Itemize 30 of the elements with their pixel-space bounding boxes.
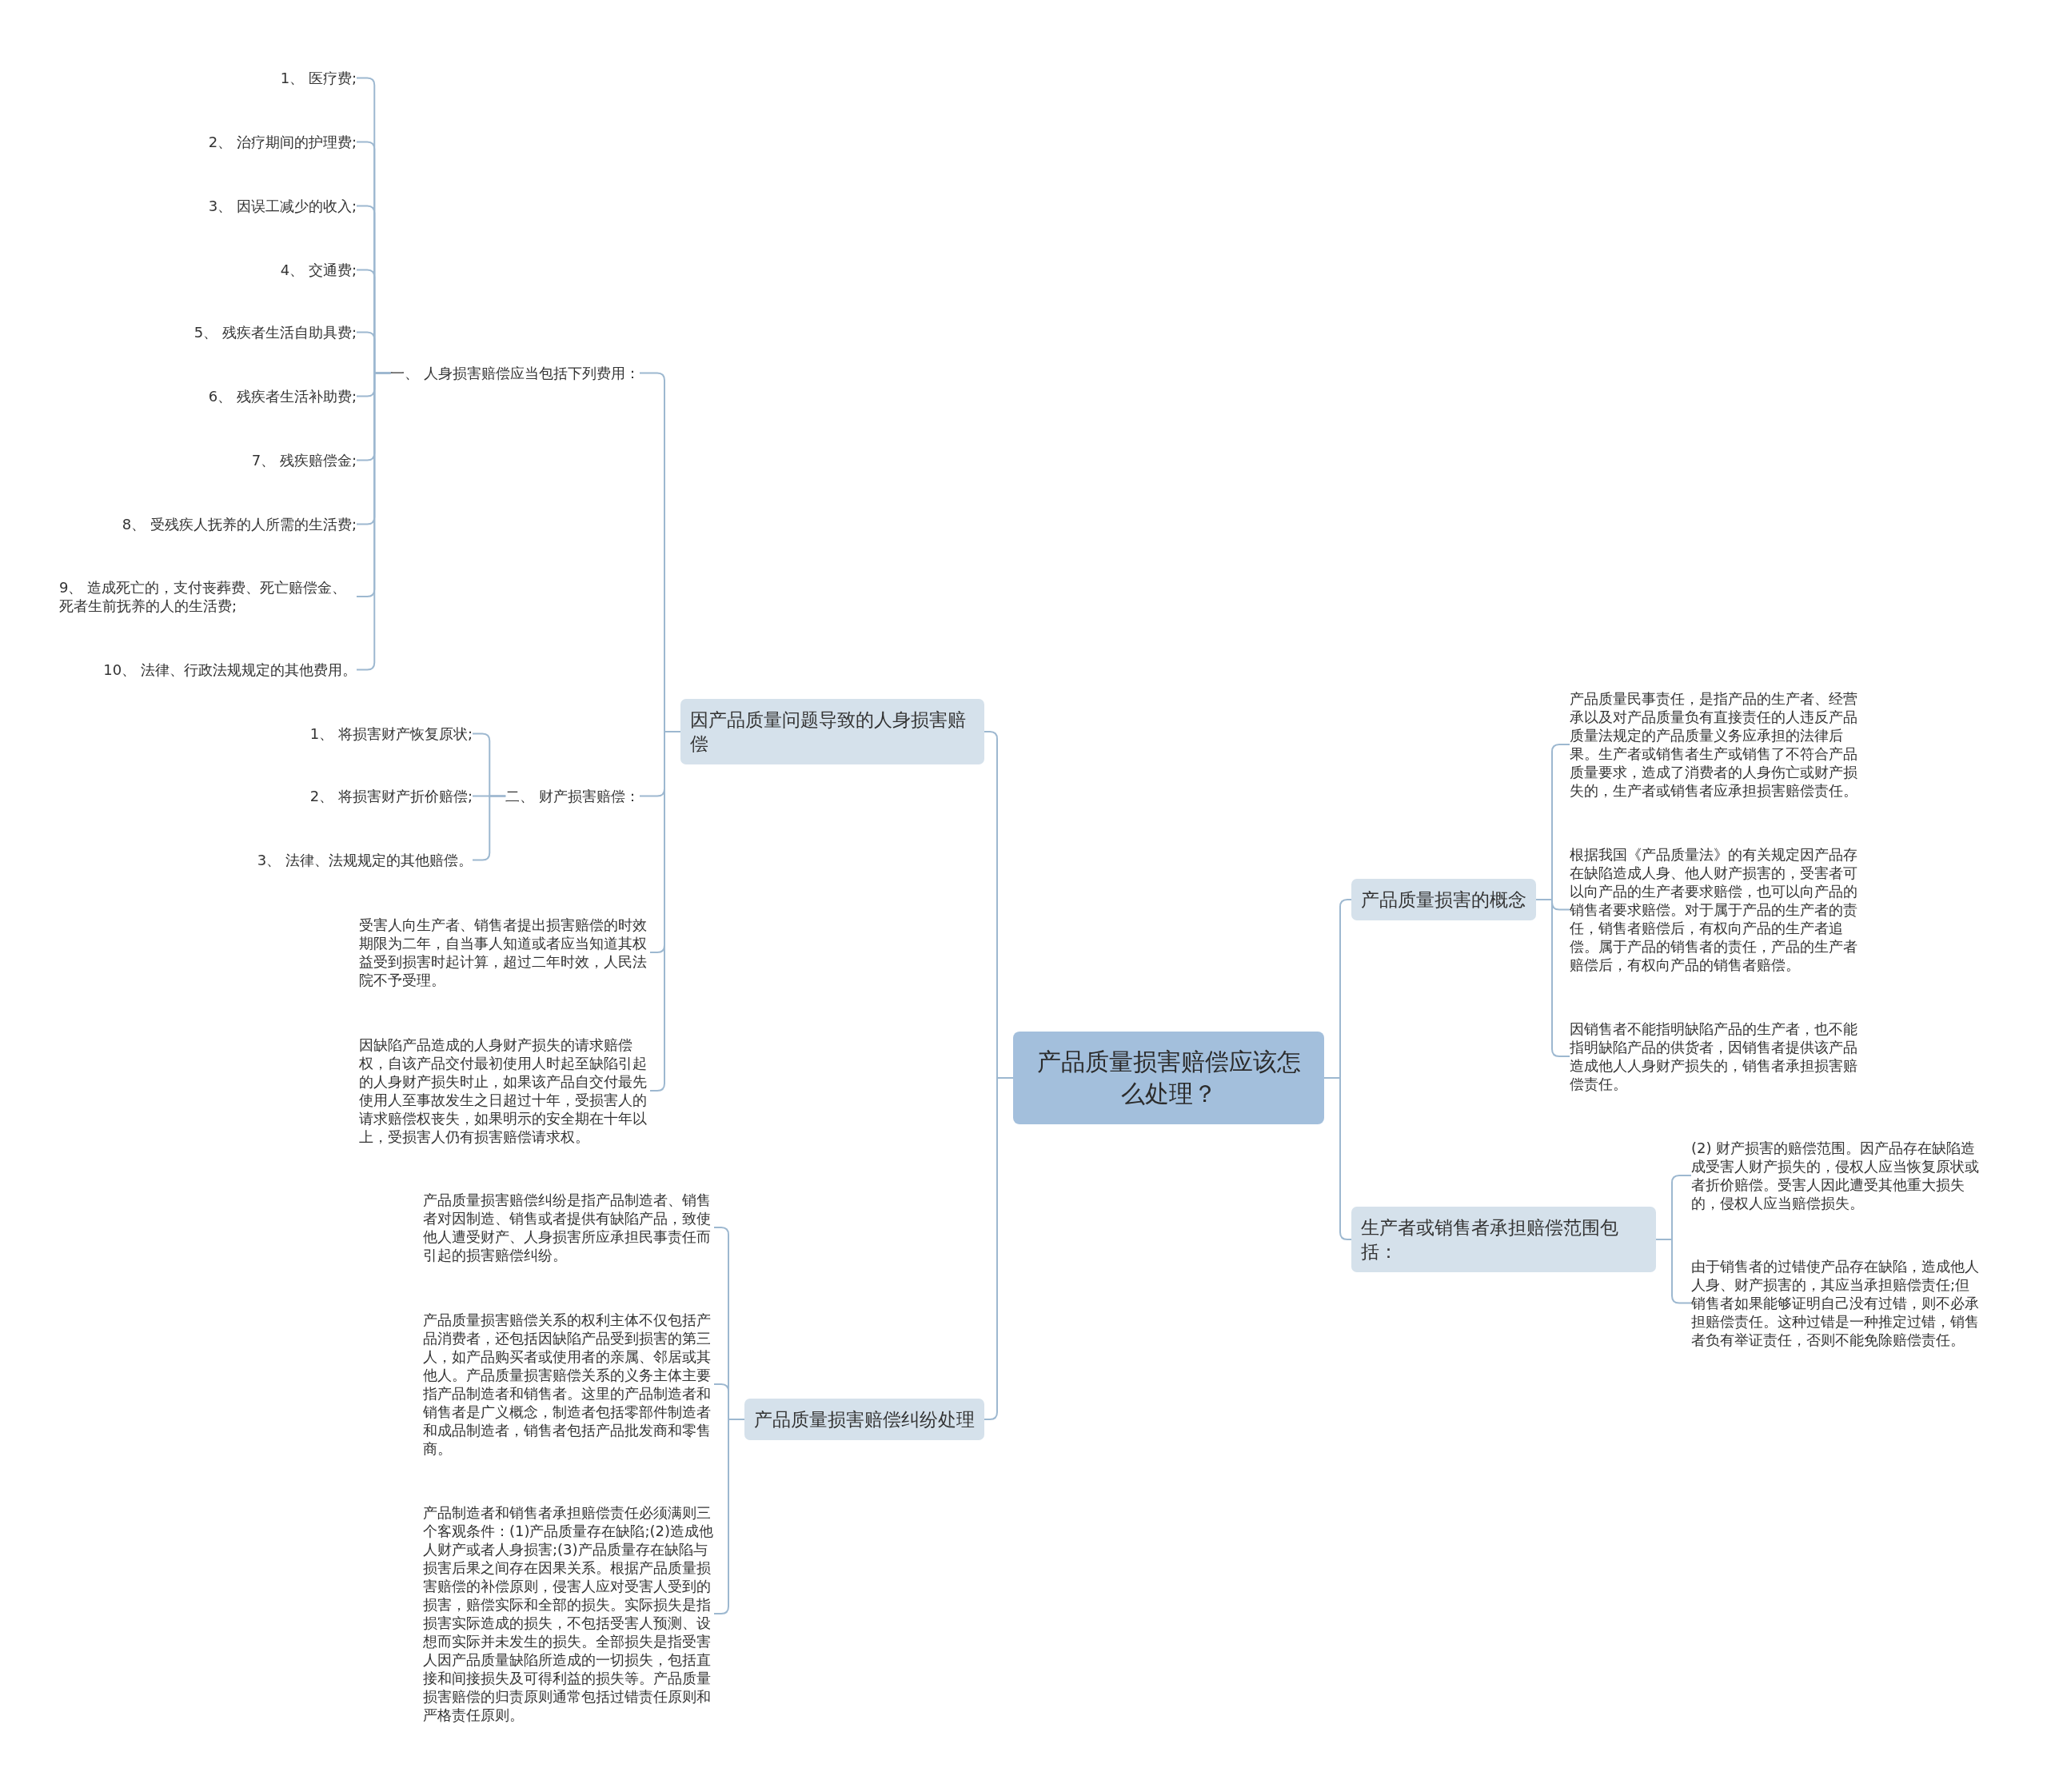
topic-text: 2、 将损害财产折价赔偿;: [309, 787, 473, 805]
topic-text: 2、 治疗期间的护理费;: [208, 133, 357, 151]
topic-text: 8、 受残疾人抚养的人所需的生活费;: [122, 515, 357, 533]
topic-text: 1、 医疗费;: [280, 69, 357, 87]
topic-text: 产品制造者和销售者承担赔偿责任必须满则三个客观条件：(1)产品质量存在缺陷;(2)造成他人财产或者人身损害;(3)产品质量存在缺陷与损害后果之间存在因果关系。根据产品质量损害赔偿的补偿原则，侵害人应对受害人受到的损害，赔偿实际和全部的损失。实际损失是指损害实际造成的损失，不包括受害人预测、设想而实际并未发生的损失。全部损失是指受害人因产品质量缺陷所造成的一切损失，包括直接和间接损失及可得利益的损失等。产品质量损害赔偿的归责原则通常包括过错责任原则和严格责任原则。: [423, 1503, 714, 1724]
topic-text: 1、 将损害财产恢复原状;: [309, 724, 473, 743]
topic-box: 产品质量损害赔偿纠纷处理: [744, 1399, 984, 1440]
topic-text: 产品质量损害赔偿纠纷是指产品制造者、销售者对因制造、销售或者提供有缺陷产品，致使他人遭受财产、人身损害所应承担民事责任而引起的损害赔偿纠纷。: [423, 1191, 714, 1264]
topic-text: 二、 财产损害赔偿：: [505, 787, 640, 805]
topic-text: 4、 交通费;: [280, 261, 357, 279]
topic-text: 产品质量民事责任，是指产品的生产者、经营承以及对产品质量负有直接责任的人违反产品质量法规定的产品质量义务应承担的法律后果。生产者或销售者生产或销售了不符合产品质量要求，造成了消费者的人身伤亡或财产损失的，生产者或销售者应承担损害赔偿责任。: [1570, 689, 1861, 800]
topic-text: 3、 法律、法规规定的其他赔偿。: [257, 851, 473, 869]
topic-box: 产品质量损害的概念: [1351, 879, 1536, 920]
topic-text: 5、 残疾者生活自助具费;: [194, 323, 357, 341]
topic-text: 9、 造成死亡的，支付丧葬费、死亡赔偿金、死者生前抚养的人的生活费;: [59, 578, 357, 615]
topic-text: 7、 残疾赔偿金;: [251, 451, 357, 469]
topic-text: 根据我国《产品质量法》的有关规定因产品存在缺陷造成人身、他人财产损害的，受害者可以向产品的生产者要求赔偿，也可以向产品的销售者要求赔偿。对于属于产品的生产者的责任，销售者赔偿后，有权向产品的生产者追偿。属于产品的销售者的责任，产品的生产者赔偿后，有权向产品的销售者赔偿。: [1570, 845, 1861, 974]
topic-text: 6、 残疾者生活补助费;: [208, 387, 357, 405]
topic-box: 生产者或销售者承担赔偿范围包括：: [1351, 1207, 1656, 1272]
topic-text: 一、 人身损害赔偿应当包括下列费用：: [390, 364, 640, 382]
topic-text: 由于销售者的过错使产品存在缺陷，造成他人人身、财产损害的，其应当承担赔偿责任;但销售者如果能够证明自己没有过错，则不必承担赔偿责任。这种过错是一种推定过错，销售者负有举证责任，否则不能免除赔偿责任。: [1691, 1257, 1982, 1349]
topic-text: 产品质量损害赔偿关系的权利主体不仅包括产品消费者，还包括因缺陷产品受到损害的第三人，如产品购买者或使用者的亲属、邻居或其他人。产品质量损害赔偿关系的义务主体主要指产品制造者和销售者。这里的产品制造者和销售者是广义概念，制造者包括零部件制造者和成品制造者，销售者包括产品批发商和零售商。: [423, 1311, 714, 1458]
topic-box: 因产品质量问题导致的人身损害赔偿: [680, 699, 984, 764]
topic-text: 10、 法律、行政法规规定的其他费用。: [103, 661, 357, 679]
topic-text: 因销售者不能指明缺陷产品的生产者，也不能指明缺陷产品的供货者，因销售者提供该产品造成他人人身财产损失的，销售者承担损害赔偿责任。: [1570, 1020, 1861, 1093]
topic-text: 因缺陷产品造成的人身财产损失的请求赔偿权，自该产品交付最初使用人时起至缺陷引起的人身财产损失时止，如果该产品自交付最先使用人至事故发生之日超过十年，受损害人的请求赔偿权丧失，如果明示的安全期在十年以上，受损害人仍有损害赔偿请求权。: [359, 1036, 650, 1146]
topic-text: 3、 因误工减少的收入;: [208, 197, 357, 215]
central-topic-box: 产品质量损害赔偿应该怎么处理？: [1013, 1032, 1324, 1124]
topic-text: (2) 财产损害的赔偿范围。因产品存在缺陷造成受害人财产损失的，侵权人应当恢复原状或者折价赔偿。受害人因此遭受其他重大损失的，侵权人应当赔偿损失。: [1691, 1139, 1982, 1212]
topic-text: 受害人向生产者、销售者提出损害赔偿的时效期限为二年，自当事人知道或者应当知道其权益受到损害时起计算，超过二年时效，人民法院不予受理。: [359, 916, 650, 989]
